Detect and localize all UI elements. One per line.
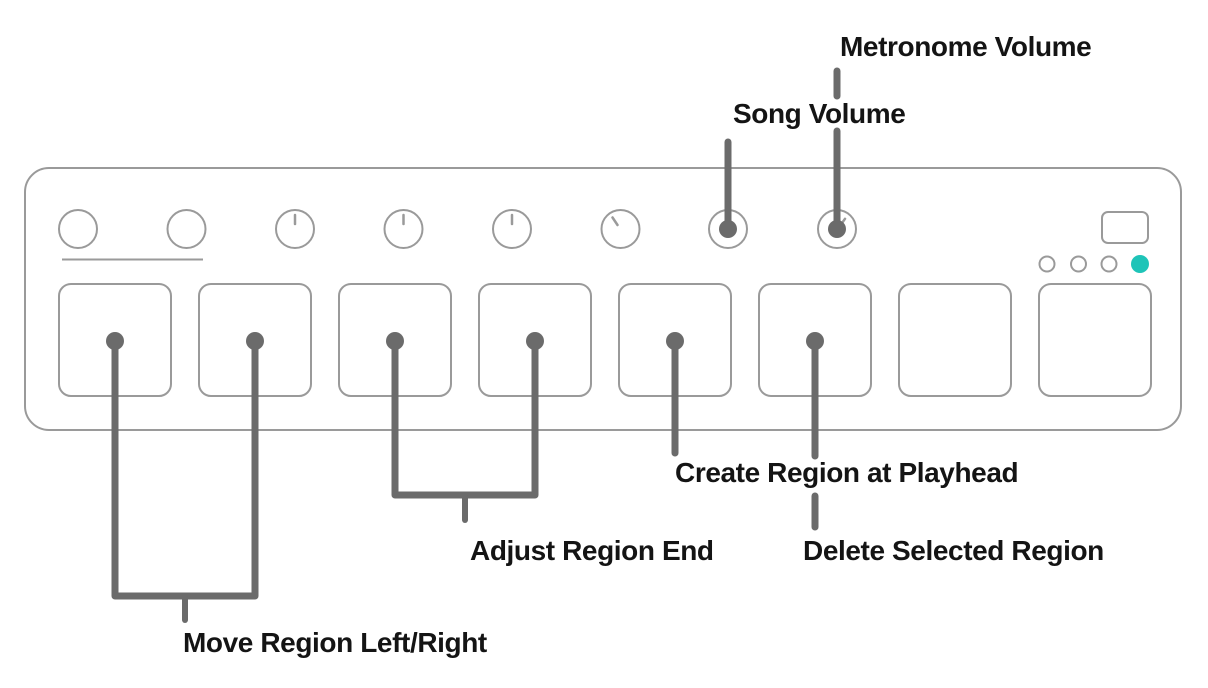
knob-6-tick-icon [611, 216, 619, 227]
knob-3 [275, 209, 315, 249]
callout-dot-pad-2 [246, 332, 264, 350]
callout-dot-pad-6 [806, 332, 824, 350]
label-adjust-region-end: Adjust Region End [470, 535, 714, 566]
callout-dot-pad-4 [526, 332, 544, 350]
pad-7 [898, 283, 1012, 397]
knob-6 [600, 209, 641, 249]
led-2-icon [1070, 255, 1087, 273]
callout-dot-knob-7 [719, 220, 737, 238]
label-delete-selected-region: Delete Selected Region [803, 535, 1104, 566]
label-move-region-left-right: Move Region Left/Right [183, 627, 487, 658]
knob-1 [58, 209, 98, 249]
pad-8 [1038, 283, 1152, 397]
callout-dot-knob-8 [828, 220, 846, 238]
led-3-icon [1100, 255, 1118, 273]
label-metronome-volume: Metronome Volume [840, 31, 1092, 62]
label-create-region-at-playhead: Create Region at Playhead [675, 457, 1019, 488]
callout-dot-pad-5 [666, 332, 684, 350]
led-4-active-icon [1131, 255, 1149, 273]
knob-2 [166, 209, 207, 249]
knob-4 [383, 209, 424, 249]
callout-dot-pad-3 [386, 332, 404, 350]
knob-5 [492, 209, 532, 249]
callout-dot-pad-1 [106, 332, 124, 350]
label-song-volume: Song Volume [733, 98, 906, 129]
mode-button [1101, 211, 1149, 244]
led-1-icon [1038, 255, 1056, 273]
